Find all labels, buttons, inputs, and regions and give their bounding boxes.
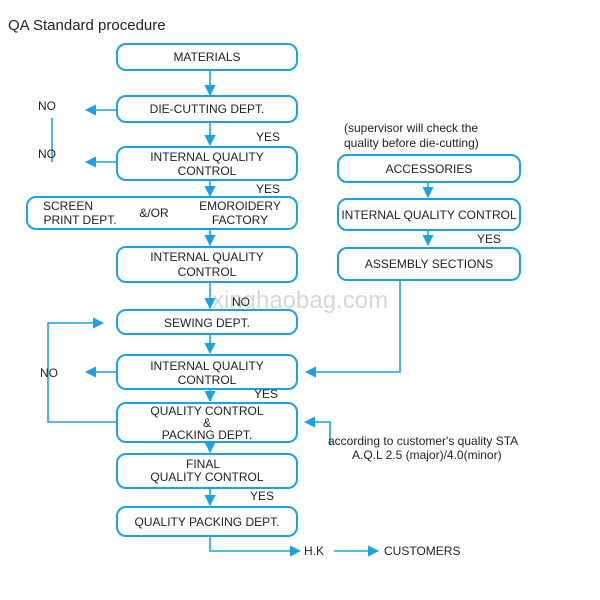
label-no-4: NO	[232, 295, 250, 309]
node-print-embroidery: SCREEN PRINT DEPT. &/OR EMOROIDERY FACTO…	[26, 196, 298, 230]
svg-text:INTERNAL QUALITY CONTROL: INTERNAL QUALITY CONTROL	[341, 208, 517, 222]
edge-aql-qcpacking	[303, 416, 331, 445]
label-yes-5: YES	[477, 232, 501, 246]
connectors	[47, 70, 434, 557]
embroidery-label-1: EMOROIDERY	[199, 199, 281, 213]
label-no-2: NO	[38, 147, 56, 161]
svg-text:CONTROL: CONTROL	[178, 164, 237, 178]
edge-packing-hk	[209, 536, 302, 557]
embroidery-label-2: FACTORY	[212, 213, 268, 227]
node-quality-packing-dept: QUALITY PACKING DEPT.	[116, 506, 298, 537]
svg-text:&: &	[203, 416, 211, 430]
svg-text:QUALITY CONTROL: QUALITY CONTROL	[150, 404, 263, 418]
aql-note-line-1: according to customer's quality STA	[328, 434, 518, 448]
svg-text:ASSEMBLY SECTIONS: ASSEMBLY SECTIONS	[365, 257, 493, 271]
label-yes-1: YES	[256, 130, 280, 144]
label-yes-2: YES	[256, 182, 280, 196]
label-no-3: NO	[40, 366, 58, 380]
hk-label: H.K	[304, 544, 324, 558]
svg-text:ACCESSORIES: ACCESSORIES	[386, 162, 473, 176]
node-final-quality-control: FINAL QUALITY CONTROL	[116, 453, 298, 489]
svg-text:CONTROL: CONTROL	[178, 265, 237, 279]
label-yes-4: YES	[250, 489, 274, 503]
edge-assembly-iqc3	[304, 280, 401, 378]
screen-print-label-2: PRINT DEPT.	[43, 213, 116, 227]
label-no-1: NO	[38, 99, 56, 113]
svg-text:INTERNAL QUALITY: INTERNAL QUALITY	[150, 359, 264, 373]
node-internal-quality-control-2: INTERNAL QUALITY CONTROL	[116, 246, 298, 283]
svg-text:SEWING DEPT.: SEWING DEPT.	[164, 316, 250, 330]
node-internal-quality-control-3: INTERNAL QUALITY CONTROL	[116, 354, 298, 390]
customers-label: CUSTOMERS	[384, 544, 460, 558]
page-title: QA Standard procedure	[8, 17, 166, 34]
node-assembly-sections: ASSEMBLY SECTIONS	[337, 247, 521, 281]
supervisor-note-line-1: (supervisor will check the	[344, 121, 478, 135]
svg-text:INTERNAL QUALITY: INTERNAL QUALITY	[150, 150, 264, 164]
node-materials: MATERIALS	[116, 43, 298, 71]
svg-text:PACKING DEPT.: PACKING DEPT.	[162, 428, 252, 442]
aql-note-line-2: A.Q.L 2.5 (major)/4.0(minor)	[352, 448, 502, 462]
svg-text:INTERNAL QUALITY: INTERNAL QUALITY	[150, 250, 264, 264]
edge-qc-back-to-sewing	[47, 317, 116, 423]
node-quality-control-packing: QUALITY CONTROL & PACKING DEPT.	[116, 402, 298, 443]
supervisor-note-line-2: quality before die-cutting)	[344, 136, 479, 150]
svg-text:QUALITY CONTROL: QUALITY CONTROL	[150, 470, 263, 484]
node-internal-quality-control-1: INTERNAL QUALITY CONTROL	[116, 146, 298, 181]
and-or-label: &/OR	[139, 206, 169, 220]
svg-text:CONTROL: CONTROL	[178, 373, 237, 387]
node-accessories: ACCESSORIES	[337, 154, 521, 183]
svg-text:QUALITY PACKING DEPT.: QUALITY PACKING DEPT.	[135, 515, 280, 529]
node-internal-quality-control-right: INTERNAL QUALITY CONTROL	[337, 198, 521, 231]
svg-text:MATERIALS: MATERIALS	[173, 50, 240, 64]
node-sewing-dept: SEWING DEPT.	[116, 309, 298, 335]
node-die-cutting-dept: DIE-CUTTING DEPT.	[116, 95, 298, 123]
label-yes-3: YES	[254, 387, 278, 401]
svg-text:DIE-CUTTING DEPT.: DIE-CUTTING DEPT.	[150, 102, 265, 116]
svg-text:FINAL: FINAL	[186, 457, 220, 471]
screen-print-label-1: SCREEN	[43, 199, 93, 213]
